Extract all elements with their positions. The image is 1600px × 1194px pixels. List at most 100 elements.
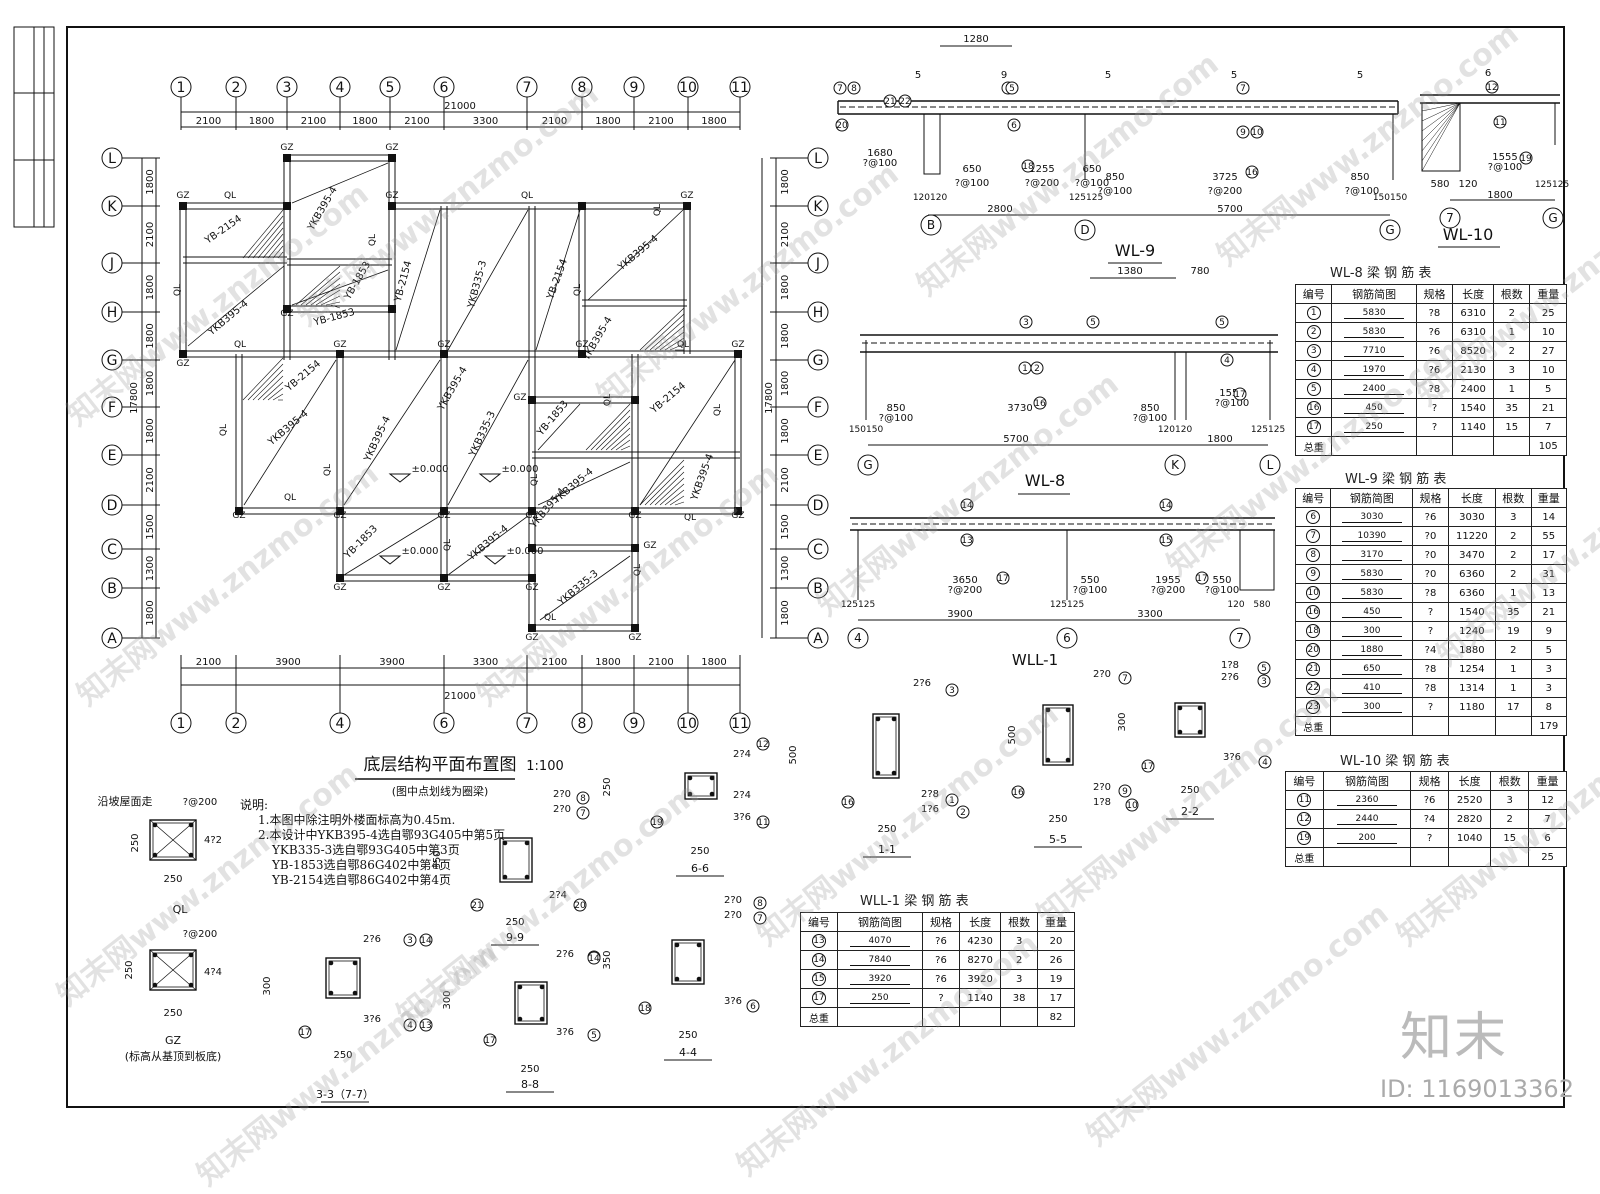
dim: 550	[1080, 575, 1099, 586]
section-outline	[684, 772, 718, 800]
gz-label: GZ	[628, 511, 641, 521]
total-value: 105	[1529, 436, 1567, 456]
table-cell: 5	[1530, 640, 1568, 660]
wl8-table-title: WL-8 梁 钢 筋 表	[1330, 266, 1432, 281]
dim-left-seg: 1800	[145, 169, 156, 194]
dim: 250	[124, 960, 135, 979]
gz-label: GZ	[333, 340, 346, 350]
dim: 250	[130, 833, 141, 852]
table-header-cell: 编号	[1294, 284, 1333, 304]
dim: 125125	[1069, 193, 1103, 203]
table-cell: 17	[1495, 697, 1532, 717]
slab-diagonal	[537, 461, 631, 506]
hatch-line	[1421, 102, 1461, 172]
rebar-mark-label: 17	[1234, 390, 1245, 400]
table-cell	[1000, 1007, 1039, 1027]
rebar-dot	[539, 984, 545, 990]
slab-diagonal	[639, 359, 736, 506]
dim-bottom: 2100	[542, 657, 567, 668]
rebar-mark	[960, 498, 974, 512]
slab-label: YKB395-4	[205, 298, 250, 338]
rebar-dot	[524, 840, 530, 846]
dim: 650	[1082, 164, 1101, 175]
mark	[419, 1018, 433, 1032]
mark-label: 4	[407, 1021, 413, 1031]
table-cell: 6360	[1447, 583, 1497, 603]
rebar-mark-label: 21	[884, 97, 895, 107]
axis-bottom-11-label: 11	[731, 716, 749, 732]
hatch-line	[669, 343, 685, 351]
rebar-mark	[883, 94, 897, 108]
mark	[298, 1025, 312, 1039]
dim: 120	[1227, 600, 1244, 610]
rebar-sketch-cell: 3170	[1330, 545, 1414, 565]
dim-right-seg: 1300	[780, 556, 791, 581]
rebar-sketch-cell: 300	[1330, 621, 1414, 641]
dim-bottom: 1800	[595, 657, 620, 668]
slab-diagonal	[447, 515, 529, 576]
column-gz	[578, 350, 586, 358]
table-cell: 3	[1000, 969, 1039, 989]
ql-label: QL	[173, 284, 183, 296]
rebar-mark	[1485, 80, 1499, 94]
table-cell: 2	[1493, 341, 1531, 361]
table-cell	[1447, 847, 1492, 867]
column-gz	[440, 574, 448, 582]
mark-label: 17	[299, 1028, 310, 1038]
table-cell: 12	[1285, 809, 1324, 829]
dim-top: 2100	[196, 116, 221, 127]
table-cell: 6360	[1447, 564, 1497, 584]
ql-title: QL	[173, 903, 189, 916]
table-header-cell: 编号	[1285, 771, 1324, 791]
hatch-line	[610, 433, 631, 451]
rebar-dot	[709, 791, 715, 797]
total-label: 总重	[1294, 716, 1332, 736]
dim: 150150	[849, 425, 884, 435]
rebar-mark-label: 5	[1219, 318, 1225, 328]
stirrup	[1045, 707, 1071, 763]
label: 1?8	[1221, 660, 1239, 671]
rebar-mark-label: 1	[1022, 364, 1028, 374]
mark	[1258, 755, 1272, 769]
label: 2?4	[733, 790, 751, 801]
slab-diagonal	[535, 209, 581, 351]
wl10-table-title: WL-10 梁 钢 筋 表	[1340, 754, 1450, 769]
slab-diagonal	[447, 359, 529, 506]
dim: 120	[1458, 179, 1477, 190]
axis-B	[920, 214, 942, 236]
slab-label: YB-2154	[545, 258, 570, 302]
hatch-line	[315, 289, 341, 306]
table-cell: 2820	[1447, 809, 1492, 829]
dim: 3730	[1007, 403, 1032, 414]
table-cell	[1331, 436, 1417, 456]
ql-section	[149, 949, 197, 991]
label: ?@200	[183, 797, 217, 808]
table-cell	[1490, 847, 1530, 867]
rebar-mark	[1030, 361, 1044, 375]
table-cell: 1180	[1447, 697, 1497, 717]
table-cell: 10	[1529, 322, 1567, 342]
stirrup	[152, 822, 194, 858]
column-gz	[734, 507, 742, 515]
wl8-title: WL-8	[1025, 471, 1065, 490]
dim: 850	[1350, 172, 1369, 183]
mark-label: 11	[757, 818, 768, 828]
table-header-cell: 长度	[1447, 771, 1492, 791]
section-6-6-title: 6-6	[691, 862, 709, 875]
section-6-6	[684, 772, 718, 800]
dim-right-seg: 1800	[780, 323, 791, 348]
axis-top-1-label: 1	[177, 80, 186, 96]
table-cell: 2	[1495, 640, 1532, 660]
gz-label: GZ	[176, 359, 189, 369]
dim: 125125	[1535, 180, 1569, 190]
table-cell: 15	[1490, 828, 1530, 848]
column-gz	[283, 154, 291, 162]
slab-label: YKB395-4	[615, 233, 660, 273]
section-1-1	[872, 713, 900, 779]
mark	[1257, 661, 1271, 675]
table-cell: ?8	[1415, 379, 1454, 399]
table-cell	[1493, 436, 1531, 456]
hatch-line	[247, 215, 284, 259]
mark-label: 14	[588, 954, 600, 964]
